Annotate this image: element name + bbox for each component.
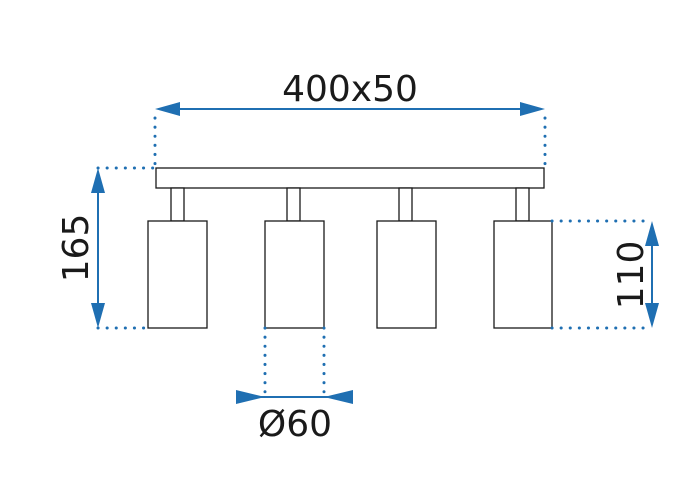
diameter-arrow-left <box>236 390 265 404</box>
width-label: 400x50 <box>282 69 418 110</box>
spot-head-3 <box>376 220 437 329</box>
spot-head-1 <box>147 220 208 329</box>
diameter-arrow-right <box>324 390 353 404</box>
diameter-dimension: Ø60 <box>236 326 353 445</box>
spot-height-arrow-bottom <box>645 303 659 328</box>
spot-stem-4 <box>515 187 530 222</box>
height-label: 165 <box>56 214 97 283</box>
width-dimension: 400x50 <box>153 69 547 170</box>
mounting-bar <box>155 167 545 189</box>
spot-stem-1 <box>170 187 185 222</box>
height-dimension: 165 <box>56 166 157 330</box>
height-arrow-bottom <box>91 303 105 328</box>
spot-height-dimension: 110 <box>550 219 659 330</box>
height-arrow-top <box>91 168 105 193</box>
spot-height-label: 110 <box>611 241 652 310</box>
spot-stem-2 <box>286 187 301 222</box>
lamp-fixture <box>147 167 553 329</box>
width-arrow-right <box>520 102 545 116</box>
diameter-label: Ø60 <box>258 404 332 445</box>
width-arrow-left <box>155 102 180 116</box>
spot-stem-3 <box>398 187 413 222</box>
spot-head-4 <box>493 220 553 329</box>
spot-height-arrow-top <box>645 221 659 246</box>
spot-head-2 <box>264 220 325 329</box>
